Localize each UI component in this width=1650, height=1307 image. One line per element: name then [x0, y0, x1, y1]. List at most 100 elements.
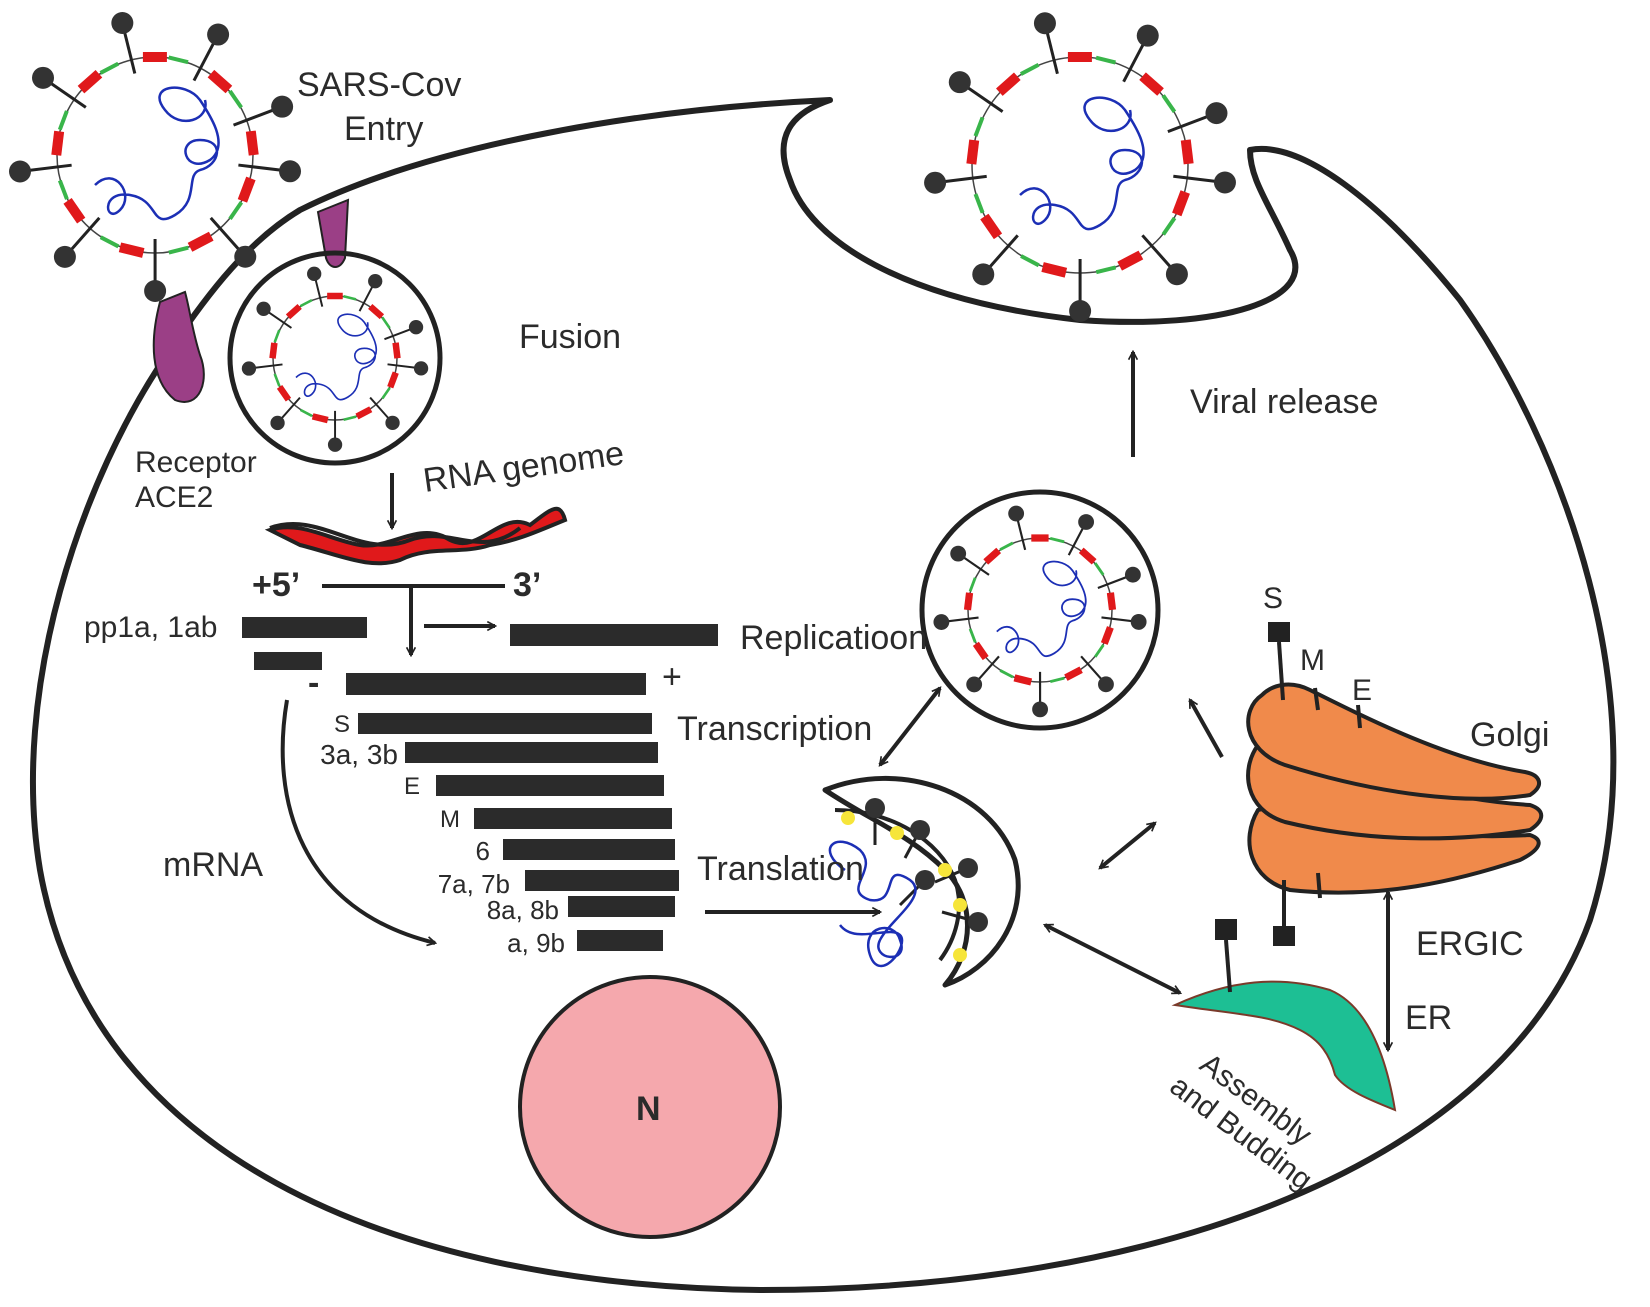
envelope-red-marker — [245, 130, 259, 156]
envelope-green-marker — [1095, 55, 1116, 65]
gene-bar — [525, 870, 679, 891]
envelope-red-marker — [1041, 262, 1068, 278]
translation-organelle — [822, 775, 1021, 988]
envelope-green-marker — [1049, 676, 1065, 684]
replication-bar — [510, 624, 718, 646]
gene-bar — [436, 775, 664, 796]
virion-spike-head — [1205, 102, 1228, 125]
envelope-green-marker — [299, 408, 313, 418]
envelope-red-marker — [983, 547, 1002, 565]
virus-icon — [9, 11, 302, 302]
envelope-red-marker — [237, 176, 256, 203]
er-label: ER — [1405, 999, 1452, 1037]
arrow-translation-er — [1045, 923, 1180, 995]
er-protein-stalk — [1224, 939, 1232, 993]
envelope-red-marker — [1180, 139, 1194, 165]
virion-spike-head — [1078, 514, 1095, 530]
gene-label: 6 — [476, 836, 490, 866]
gene-bar — [474, 808, 672, 829]
envelope-green-marker — [1094, 644, 1105, 658]
arrow-golgi-to-vesicle — [1188, 700, 1224, 758]
envelope-red-marker — [355, 406, 373, 420]
s-protein-label: S — [1263, 582, 1283, 615]
envelope-green-marker — [273, 329, 281, 343]
gene-bar — [358, 713, 652, 734]
gene-label: 7a, 7b — [438, 869, 510, 899]
envelope-green-marker — [999, 541, 1014, 551]
envelope-green-marker — [381, 316, 391, 329]
virion-spike-head — [53, 245, 76, 268]
gene-label: S — [334, 711, 350, 738]
envelope-red-marker — [966, 139, 980, 165]
envelope-red-marker — [118, 242, 145, 258]
envelope-red-marker — [63, 198, 86, 224]
envelope-green-marker — [968, 628, 977, 643]
translation-spike-head — [915, 870, 935, 890]
fusion-label: Fusion — [519, 318, 621, 356]
envelope-red-marker — [77, 69, 103, 94]
virion-spike-head — [307, 266, 322, 281]
pp1a-label: pp1a, 1ab — [84, 611, 217, 644]
viral-rna — [996, 560, 1087, 658]
viral-rna — [94, 86, 220, 221]
envelope-red-marker — [1139, 72, 1164, 96]
envelope-green-marker — [57, 110, 69, 131]
viral-release-label: Viral release — [1190, 383, 1378, 421]
s-protein-stalk — [1277, 641, 1285, 701]
envelope-green-marker — [343, 415, 357, 422]
golgi-icon — [1246, 682, 1544, 895]
mrna-label: mRNA — [163, 846, 263, 884]
ribosome-cluster — [828, 798, 988, 968]
cell-membrane — [29, 97, 1617, 1293]
envelope-green-marker — [168, 245, 189, 255]
envelope-red-marker — [1106, 592, 1117, 611]
envelope-red-marker — [963, 592, 974, 611]
replication-label: Replicatioon — [740, 619, 927, 657]
golgi-label: Golgi — [1470, 716, 1549, 754]
virion-spike-head — [385, 415, 400, 430]
arrow-translation-vesicle — [878, 688, 942, 765]
virus-icon — [933, 505, 1147, 718]
virion-spike-head — [207, 23, 230, 46]
envelope-green-marker — [1049, 536, 1065, 544]
gene-bar — [577, 930, 663, 951]
nucleus-icon — [518, 975, 782, 1239]
envelope-red-marker — [387, 371, 399, 389]
envelope-green-marker — [381, 387, 391, 400]
envelope-green-marker — [273, 373, 281, 387]
virion-spike-head — [933, 614, 950, 630]
receptor-label-line1: Receptor — [135, 446, 257, 479]
s-protein-marker — [1268, 622, 1290, 642]
envelope-red-marker — [327, 292, 343, 300]
virion-spike-head — [111, 11, 134, 34]
golgi-bottom-marker — [1273, 926, 1295, 946]
ribosome-dot — [938, 863, 952, 877]
plus-label: + — [662, 658, 682, 696]
m-protein-label: M — [1300, 644, 1325, 677]
envelope-red-marker — [311, 413, 329, 424]
virus-icon — [241, 266, 429, 452]
envelope-red-marker — [1078, 547, 1097, 565]
viral-rna — [295, 313, 377, 401]
translation-label: Translation — [697, 850, 864, 888]
ribosome-dot — [953, 948, 967, 962]
pp1a-bar — [242, 617, 367, 638]
translation-rna — [828, 840, 917, 968]
envelope-green-marker — [228, 89, 243, 109]
virion-spike-head — [972, 263, 995, 286]
virion-spike-head — [368, 274, 383, 289]
virion-spike-head — [1130, 613, 1147, 630]
envelope-green-marker — [1019, 62, 1040, 76]
e-protein-marker — [1356, 704, 1362, 729]
envelope-green-marker — [1093, 562, 1105, 576]
virion-spike-head — [270, 415, 285, 431]
virion-spike-head — [32, 66, 55, 89]
virion-spike-head — [271, 95, 294, 118]
rna-genome-strand-line — [269, 522, 522, 547]
er-icon — [1171, 980, 1397, 1112]
gene-label: a, 9b — [507, 928, 565, 958]
envelope-green-marker — [1020, 254, 1040, 268]
envelope-red-marker — [285, 304, 302, 320]
